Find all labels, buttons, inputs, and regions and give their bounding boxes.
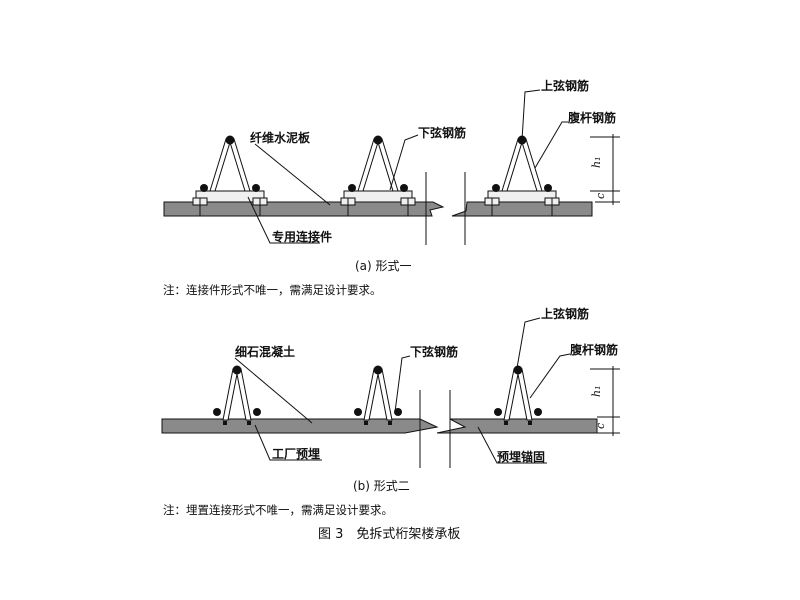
leader xyxy=(534,121,568,169)
label-top-chord: 上弦钢筋 xyxy=(541,306,589,321)
bottom-chord-bar xyxy=(494,408,502,416)
bottom-chord-bar xyxy=(200,184,208,192)
bottom-chord-bar xyxy=(252,184,260,192)
slab-right-a xyxy=(451,201,593,217)
top-chord-bar xyxy=(232,365,242,375)
leader xyxy=(254,424,322,461)
embedded-anchor xyxy=(504,421,508,425)
bottom-chord-bar xyxy=(213,408,221,416)
label-factory-embedded: 工厂预埋 xyxy=(272,446,320,461)
fiber-cement-board xyxy=(195,190,265,203)
dimension-b: h₁ c xyxy=(590,366,620,436)
web-bar xyxy=(376,138,399,192)
web-bar xyxy=(516,368,533,421)
slab-left-a xyxy=(163,201,445,217)
web-bar xyxy=(520,138,543,192)
figure-title: 图 3 免拆式桁架楼承板 xyxy=(318,527,460,542)
bottom-chord-bar xyxy=(394,408,402,416)
label-top-chord: 上弦钢筋 xyxy=(541,78,589,93)
bottom-chord-bar xyxy=(492,184,500,192)
fiber-cement-board xyxy=(487,190,557,203)
dim-c: c xyxy=(594,423,607,429)
truss xyxy=(484,135,560,216)
label-connector: 专用连接件 xyxy=(272,229,332,244)
dim-h1: h₁ xyxy=(590,157,603,169)
web-bar xyxy=(228,138,251,192)
embedded-anchor xyxy=(388,421,392,425)
bottom-chord-bar xyxy=(253,408,261,416)
top-chord-bar xyxy=(225,135,235,145)
bottom-chord-bar xyxy=(354,408,362,416)
web-bar xyxy=(376,368,393,421)
label-embedded-anchor: 预埋锚固 xyxy=(497,449,545,464)
fiber-cement-board xyxy=(343,190,413,203)
leader xyxy=(247,196,320,244)
label-web-bar: 腹杆钢筋 xyxy=(568,110,616,125)
leader xyxy=(234,357,313,424)
web-bar xyxy=(235,368,252,421)
part-a-drawing: h₁ c 上弦钢筋 腹杆钢筋 纤维水泥板 下弦钢筋 专用连接件 (a) 形式一 … xyxy=(163,78,620,297)
truss xyxy=(494,365,542,425)
caption-b: (b) 形式二 xyxy=(353,479,410,493)
part-b-drawing: h₁ c 上弦钢筋 腹杆钢筋 细石混凝土 下弦钢筋 工厂预埋 预埋锚固 (b) … xyxy=(161,306,620,517)
web-bar xyxy=(501,138,524,192)
top-chord-bar xyxy=(513,365,523,375)
caption-a: (a) 形式一 xyxy=(355,259,412,273)
embedded-anchor xyxy=(528,421,532,425)
label-bottom-chord: 下弦钢筋 xyxy=(418,125,466,140)
label-bottom-chord: 下弦钢筋 xyxy=(410,344,458,359)
leader xyxy=(516,317,541,369)
leader xyxy=(389,134,419,191)
leader xyxy=(394,355,411,413)
truss xyxy=(354,365,402,425)
label-fiber-cement-board: 纤维水泥板 xyxy=(250,130,311,145)
web-bar xyxy=(503,368,520,421)
web-bar xyxy=(363,368,380,421)
embedded-anchor xyxy=(223,421,227,425)
dim-h1: h₁ xyxy=(590,386,603,398)
embedded-anchor xyxy=(364,421,368,425)
note-b: 注：埋置连接形式不唯一，需满足设计要求。 xyxy=(163,503,393,517)
web-bar xyxy=(357,138,380,192)
truss xyxy=(213,365,261,425)
top-chord-bar xyxy=(373,365,383,375)
note-a: 注：连接件形式不唯一，需满足设计要求。 xyxy=(163,283,382,297)
top-chord-bar xyxy=(373,135,383,145)
dimension-a: h₁ c xyxy=(590,134,620,205)
bottom-chord-bar xyxy=(348,184,356,192)
truss xyxy=(192,135,268,216)
leader xyxy=(521,89,541,141)
web-bar xyxy=(222,368,239,421)
bottom-chord-bar xyxy=(534,408,542,416)
label-fine-concrete: 细石混凝土 xyxy=(235,344,295,359)
bottom-chord-bar xyxy=(400,184,408,192)
bottom-chord-bar xyxy=(544,184,552,192)
web-bar xyxy=(209,138,232,192)
embedded-anchor xyxy=(247,421,251,425)
dim-c: c xyxy=(594,193,607,199)
slab-left-b xyxy=(161,418,439,434)
leader xyxy=(529,353,571,399)
leader xyxy=(477,426,547,464)
leader xyxy=(254,143,331,206)
label-web-bar: 腹杆钢筋 xyxy=(570,342,618,357)
truss xyxy=(340,135,416,216)
slab-right-b xyxy=(436,418,598,434)
